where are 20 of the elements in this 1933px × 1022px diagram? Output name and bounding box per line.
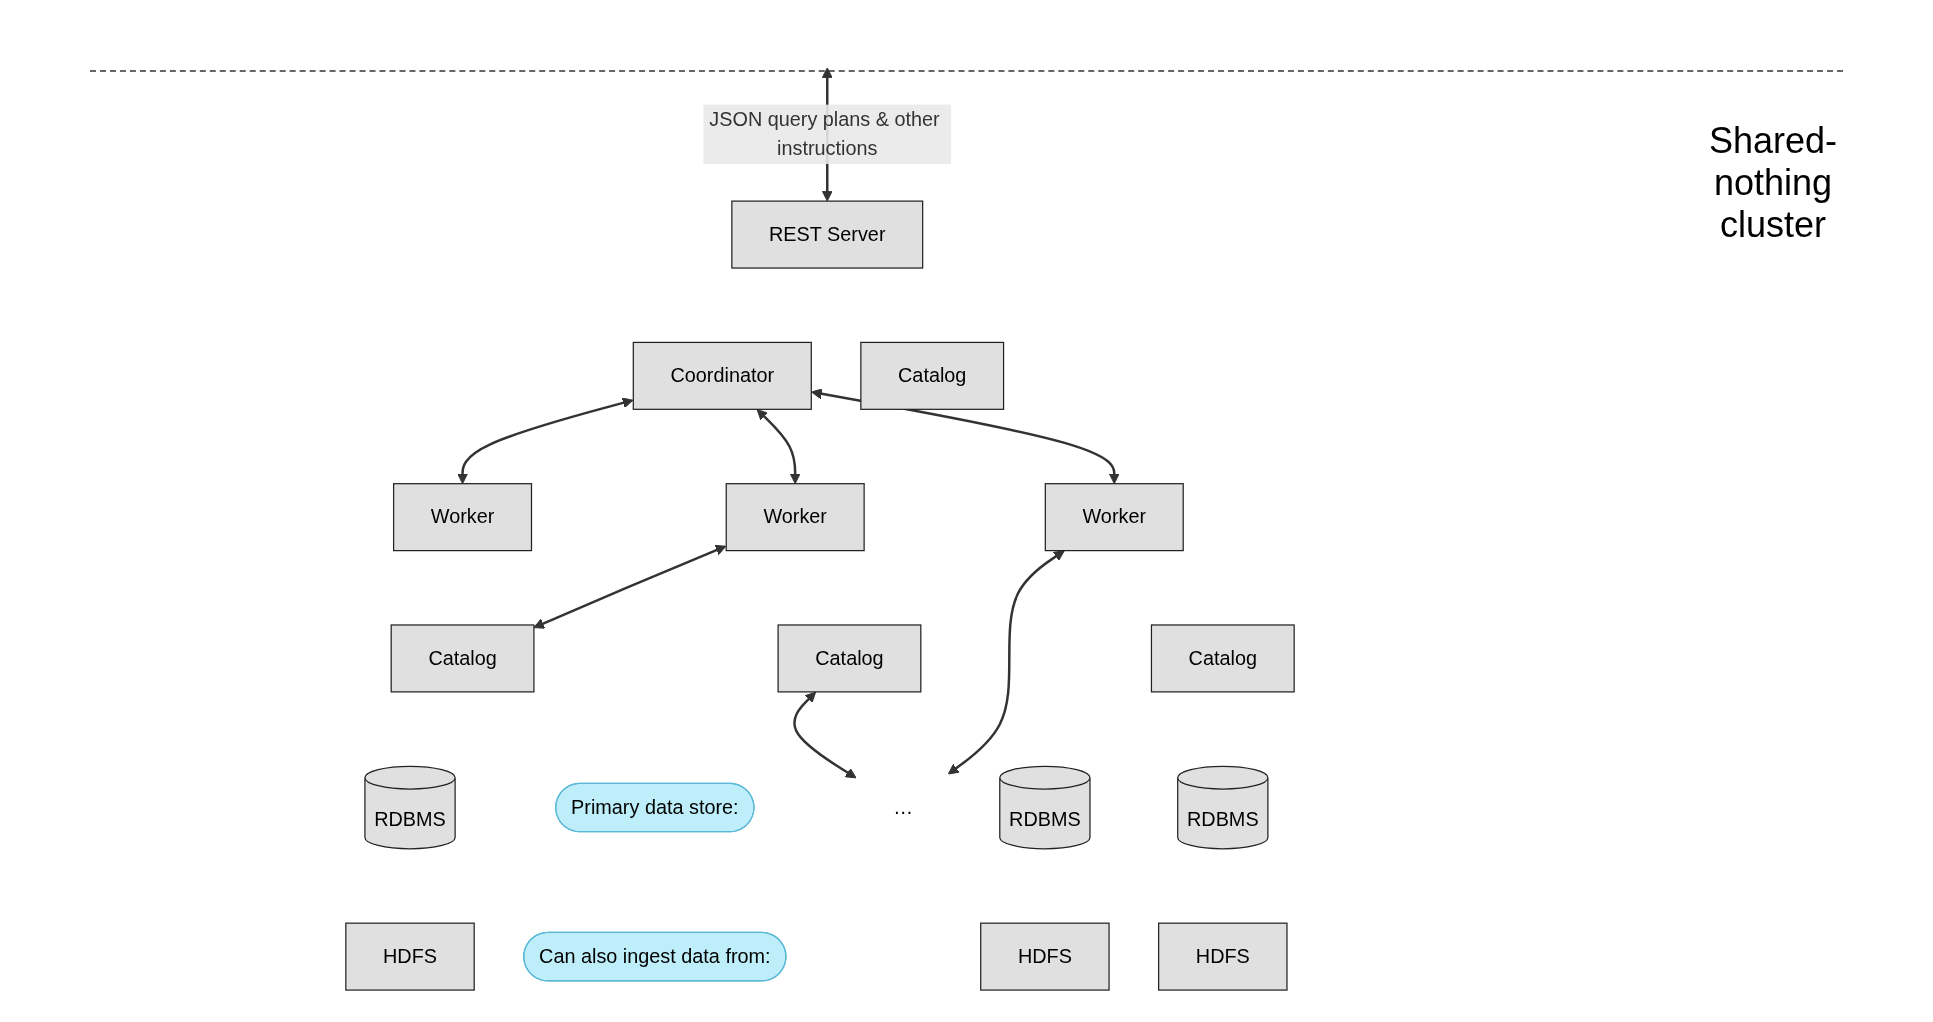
- node-box: Catalog: [860, 341, 1005, 410]
- node-box: HDFS: [980, 922, 1110, 991]
- arrow: [533, 544, 727, 629]
- node-box: REST Server: [731, 200, 924, 269]
- note-text: Shared-nothing cluster: [1707, 120, 1839, 246]
- node-box: Coordinator: [632, 341, 812, 410]
- arrow: [756, 409, 801, 485]
- node-box: HDFS: [1158, 922, 1288, 991]
- edge-label: JSON query plans & other instructions: [709, 108, 940, 159]
- node-box: Catalog: [777, 624, 922, 693]
- node-box: Worker: [725, 483, 865, 552]
- node-box: Catalog: [1150, 624, 1295, 693]
- node-box: Catalog: [390, 624, 535, 693]
- node-box: HDFS: [345, 922, 475, 991]
- node-box: Worker: [1044, 483, 1184, 552]
- node-box: Worker: [393, 483, 533, 552]
- arrow: [793, 691, 857, 779]
- node-text: …: [893, 796, 914, 818]
- arrow: [947, 550, 1065, 775]
- arrow: [457, 397, 634, 485]
